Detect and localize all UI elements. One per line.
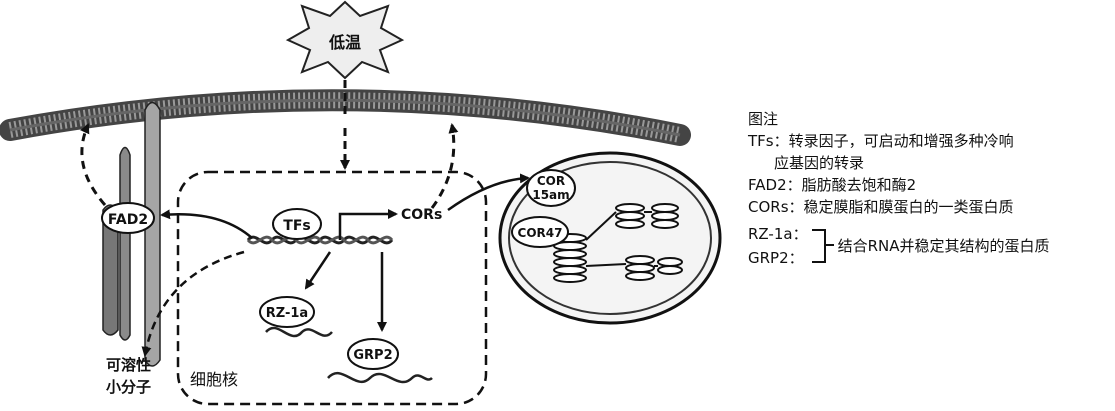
rz1a-protein: RZ-1a xyxy=(260,297,332,336)
legend-bracket xyxy=(812,229,826,263)
legend-title: 图注 xyxy=(748,108,1110,130)
cors-label: CORs xyxy=(401,207,442,223)
fad2-label: FAD2 xyxy=(108,212,148,228)
small-molecule-label-line2: 小分子 xyxy=(106,378,151,396)
tfs-protein: TFs xyxy=(273,209,321,239)
nucleus-label: 细胞核 xyxy=(190,370,238,389)
fad2-protein: FAD2 xyxy=(102,103,160,367)
legend-rz1a: RZ-1a： xyxy=(748,222,808,246)
grp2-protein: GRP2 xyxy=(328,339,432,382)
dna-strand xyxy=(248,237,392,243)
legend-tfs-line2: 应基因的转录 xyxy=(748,152,1110,174)
arrow-to-rz1a xyxy=(306,252,330,288)
low-temperature-burst: 低温 xyxy=(288,2,402,78)
cor15am-label-line2: 15am xyxy=(532,188,569,202)
legend-rna-binding-desc: 结合RNA并稳定其结构的蛋白质 xyxy=(838,235,1050,257)
arrow-fad2-to-membrane xyxy=(82,125,105,205)
rz1a-rna xyxy=(266,328,332,336)
legend-cors: CORs：稳定膜脂和膜蛋白的一类蛋白质 xyxy=(748,196,1110,218)
grp2-label: GRP2 xyxy=(353,348,392,363)
grp2-rna xyxy=(328,373,432,382)
legend-fad2: FAD2：脂肪酸去饱和酶2 xyxy=(748,174,1110,196)
legend: 图注 TFs：转录因子，可启动和增强多种冷响 应基因的转录 FAD2：脂肪酸去饱… xyxy=(748,108,1110,270)
rz1a-label: RZ-1a xyxy=(266,306,308,321)
legend-rna-binding-group: RZ-1a： GRP2： 结合RNA并稳定其结构的蛋白质 xyxy=(748,222,1110,270)
cor47-label: COR47 xyxy=(518,226,563,240)
arrow-cors-to-membrane xyxy=(432,125,454,208)
arrow-dna-to-fad2 xyxy=(162,214,252,238)
small-molecule-label-line1: 可溶性 xyxy=(106,356,151,374)
legend-tfs-line1: TFs：转录因子，可启动和增强多种冷响 xyxy=(748,130,1110,152)
cor15am-label-line1: COR xyxy=(537,174,565,188)
legend-grp2: GRP2： xyxy=(748,246,808,270)
tfs-label: TFs xyxy=(283,218,310,234)
chloroplast: COR 15am COR47 xyxy=(500,153,720,323)
stimulus-label: 低温 xyxy=(328,33,361,52)
